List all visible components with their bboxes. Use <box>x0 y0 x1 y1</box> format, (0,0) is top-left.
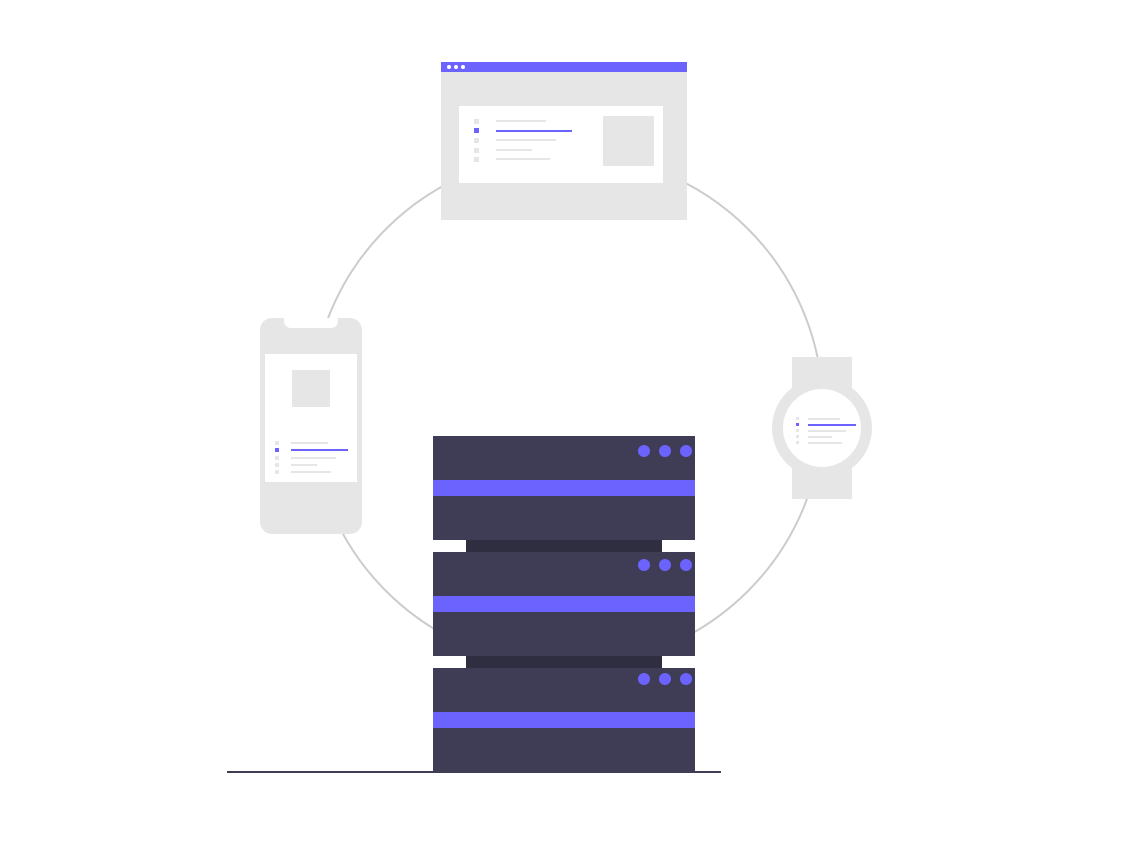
list-bullet <box>474 148 479 153</box>
server-status-light <box>659 445 671 457</box>
browser-dot <box>454 65 458 69</box>
list-bullet <box>275 456 279 460</box>
list-line <box>291 442 328 444</box>
server-status-light <box>638 673 650 685</box>
browser-title-bar <box>441 62 687 72</box>
smartphone-icon <box>260 318 362 534</box>
list-bullet <box>474 157 479 162</box>
server-status-light <box>638 445 650 457</box>
server-unit <box>433 552 695 656</box>
server-status-bar <box>433 712 695 728</box>
list-bullet <box>796 429 799 432</box>
list-bullet <box>474 119 479 124</box>
list-line <box>496 120 546 122</box>
browser-dot <box>447 65 451 69</box>
server-status-light <box>680 673 692 685</box>
server-unit <box>433 668 695 772</box>
server-status-light <box>638 559 650 571</box>
list-bullet <box>275 470 279 474</box>
list-line-active <box>808 424 856 426</box>
list-line <box>808 418 840 420</box>
list-bullet-active <box>275 448 279 452</box>
list-bullet <box>275 441 279 445</box>
browser-window-icon <box>441 62 687 220</box>
list-bullet-active <box>474 128 479 133</box>
server-status-light <box>680 559 692 571</box>
list-bullet <box>796 441 799 444</box>
list-bullet <box>474 138 479 143</box>
list-bullet <box>275 463 279 467</box>
list-bullet-active <box>796 423 799 426</box>
list-line <box>291 471 331 473</box>
list-line <box>291 457 336 459</box>
server-status-light <box>680 445 692 457</box>
server-status-light <box>659 559 671 571</box>
smartwatch-icon <box>772 357 872 499</box>
server-status-bar <box>433 596 695 612</box>
rack-connector <box>466 654 662 670</box>
list-line <box>808 430 846 432</box>
list-line-active <box>496 130 572 132</box>
list-line <box>496 149 532 151</box>
rack-connector <box>466 538 662 554</box>
list-line <box>808 442 842 444</box>
phone-notch <box>284 318 338 328</box>
watch-face <box>783 389 861 467</box>
list-bullet <box>796 417 799 420</box>
list-line-active <box>291 449 348 451</box>
list-line <box>808 436 832 438</box>
server-status-light <box>659 673 671 685</box>
list-line <box>496 139 556 141</box>
server-status-bar <box>433 480 695 496</box>
image-placeholder <box>603 116 654 166</box>
browser-dot <box>461 65 465 69</box>
list-line <box>496 158 550 160</box>
ground-line <box>227 771 721 773</box>
image-placeholder <box>292 370 330 407</box>
server-rack-icon <box>433 436 695 772</box>
server-unit <box>433 436 695 540</box>
list-line <box>291 464 317 466</box>
list-bullet <box>796 435 799 438</box>
